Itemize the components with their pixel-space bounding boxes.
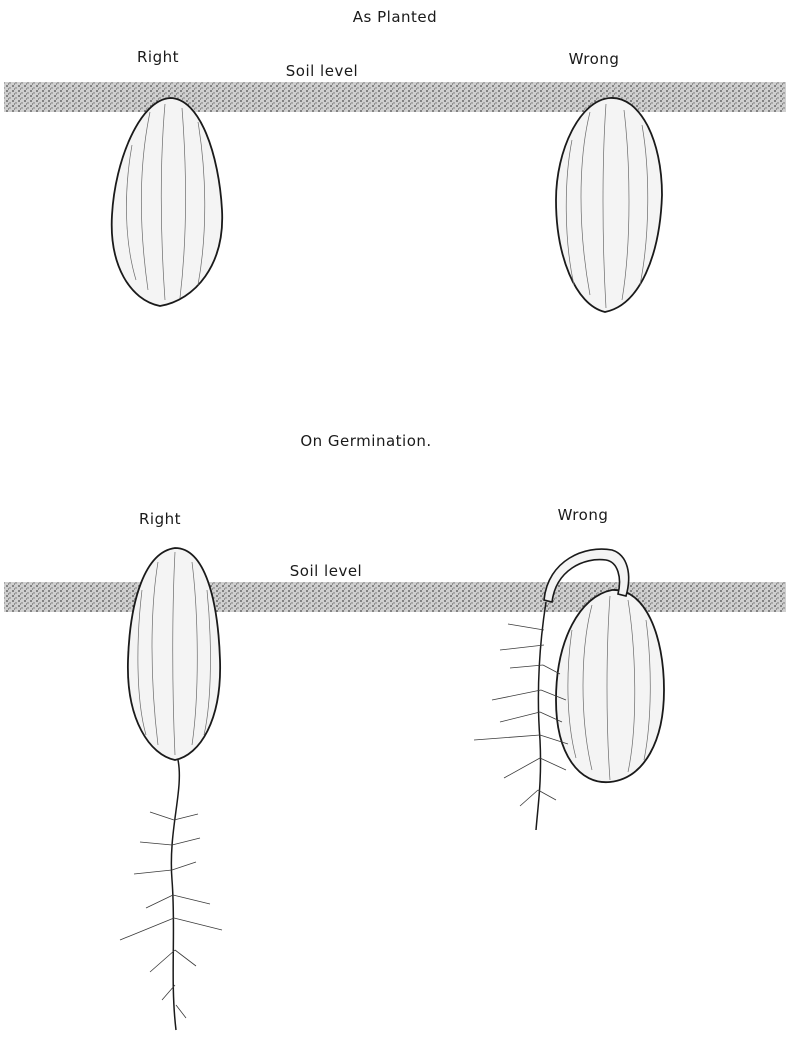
on-germination-right-label: Right: [139, 510, 181, 528]
as-planted-soil-strip: [4, 82, 786, 112]
on-germination-right-root: [120, 760, 222, 1030]
as-planted-panel: As Planted Right Wrong Soil level: [4, 8, 786, 312]
as-planted-title: As Planted: [353, 8, 437, 26]
on-germination-wrong-label: Wrong: [558, 506, 609, 524]
on-germination-right-seed: [128, 548, 220, 760]
as-planted-soil-label: Soil level: [286, 62, 358, 80]
as-planted-wrong-seed: [556, 98, 662, 312]
on-germination-soil-label: Soil level: [290, 562, 362, 580]
as-planted-right-seed: [112, 98, 222, 306]
as-planted-right-label: Right: [137, 48, 179, 66]
on-germination-wrong-root: [474, 602, 568, 830]
on-germination-soil-strip: [4, 582, 786, 612]
on-germination-panel: On Germination. Right Wrong Soil level: [4, 432, 786, 1030]
on-germination-title: On Germination.: [300, 432, 431, 450]
on-germination-wrong-seed: [556, 590, 664, 782]
as-planted-wrong-label: Wrong: [569, 50, 620, 68]
